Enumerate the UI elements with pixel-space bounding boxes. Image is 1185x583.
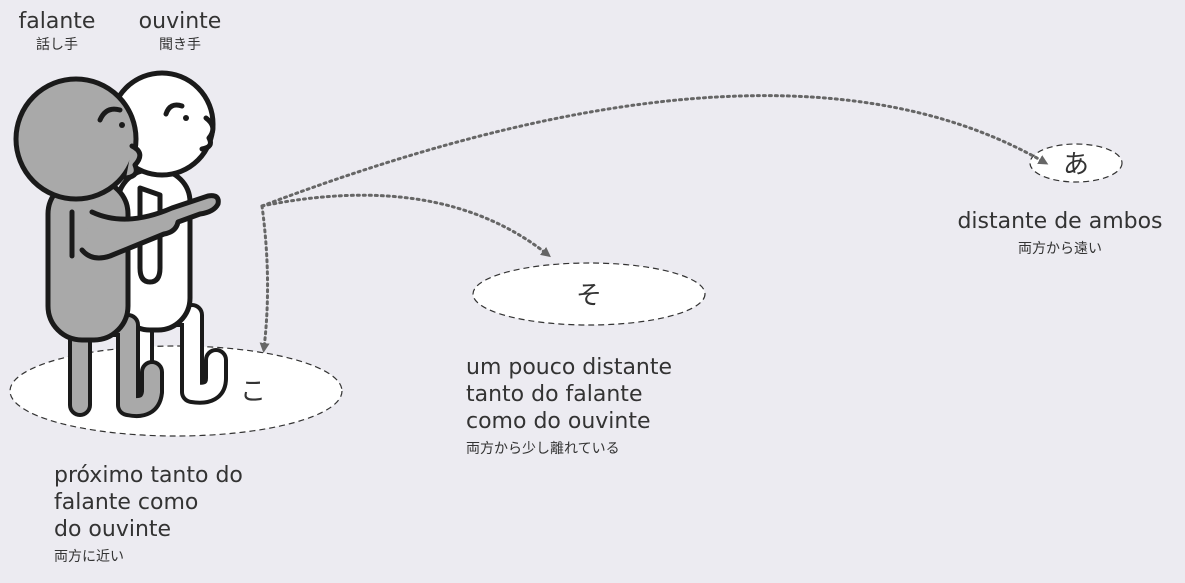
zone-ko-description: próximo tanto do falante como do ouvinte… (54, 462, 243, 567)
zone-so-ellipse (472, 262, 706, 326)
speaker-label-jp: 話し手 (36, 37, 78, 53)
zone-so-desc-line: tanto do falante (466, 382, 643, 407)
listener-label-pt: ouvinte (138, 9, 222, 34)
zone-so-desc-line: um pouco distante (466, 355, 673, 380)
zone-a-desc-line: distante de ambos (957, 209, 1163, 234)
zone-a-jp: 両方から遠い (1018, 241, 1102, 257)
zone-ko-desc-line: falante como (54, 490, 199, 515)
zone-ko-kana: こ (240, 377, 266, 407)
arrow-to-ko (259, 204, 270, 353)
zone-so-desc-line: como do ouvinte (466, 409, 651, 434)
speaker-person-icon (13, 76, 221, 419)
zone-ko-desc-line: próximo tanto do (54, 463, 243, 488)
zone-a-ellipse (1029, 143, 1123, 183)
arrow-to-so (260, 193, 551, 258)
listener-label: ouvinte 聞き手 (130, 8, 230, 55)
zone-a-kana: あ (1063, 150, 1089, 180)
speaker-label: falante 話し手 (14, 8, 100, 55)
zone-so-description: um pouco distante tanto do falante como … (466, 354, 672, 459)
zone-so-jp: 両方から少し離れている (466, 441, 620, 457)
zone-ko (9, 345, 343, 437)
zone-a-description: distante de ambos 両方から遠い (940, 208, 1180, 259)
arrow-to-a (260, 94, 1049, 208)
zone-ko-desc-line: do ouvinte (54, 517, 172, 542)
zone-so (472, 262, 706, 326)
zone-ko-ellipse (9, 345, 343, 437)
zone-so-kana: そ (576, 281, 602, 311)
listener-label-jp: 聞き手 (159, 37, 201, 53)
zone-a (1029, 143, 1123, 183)
zone-ko-jp: 両方に近い (54, 549, 124, 565)
speaker-label-pt: falante (18, 9, 96, 34)
